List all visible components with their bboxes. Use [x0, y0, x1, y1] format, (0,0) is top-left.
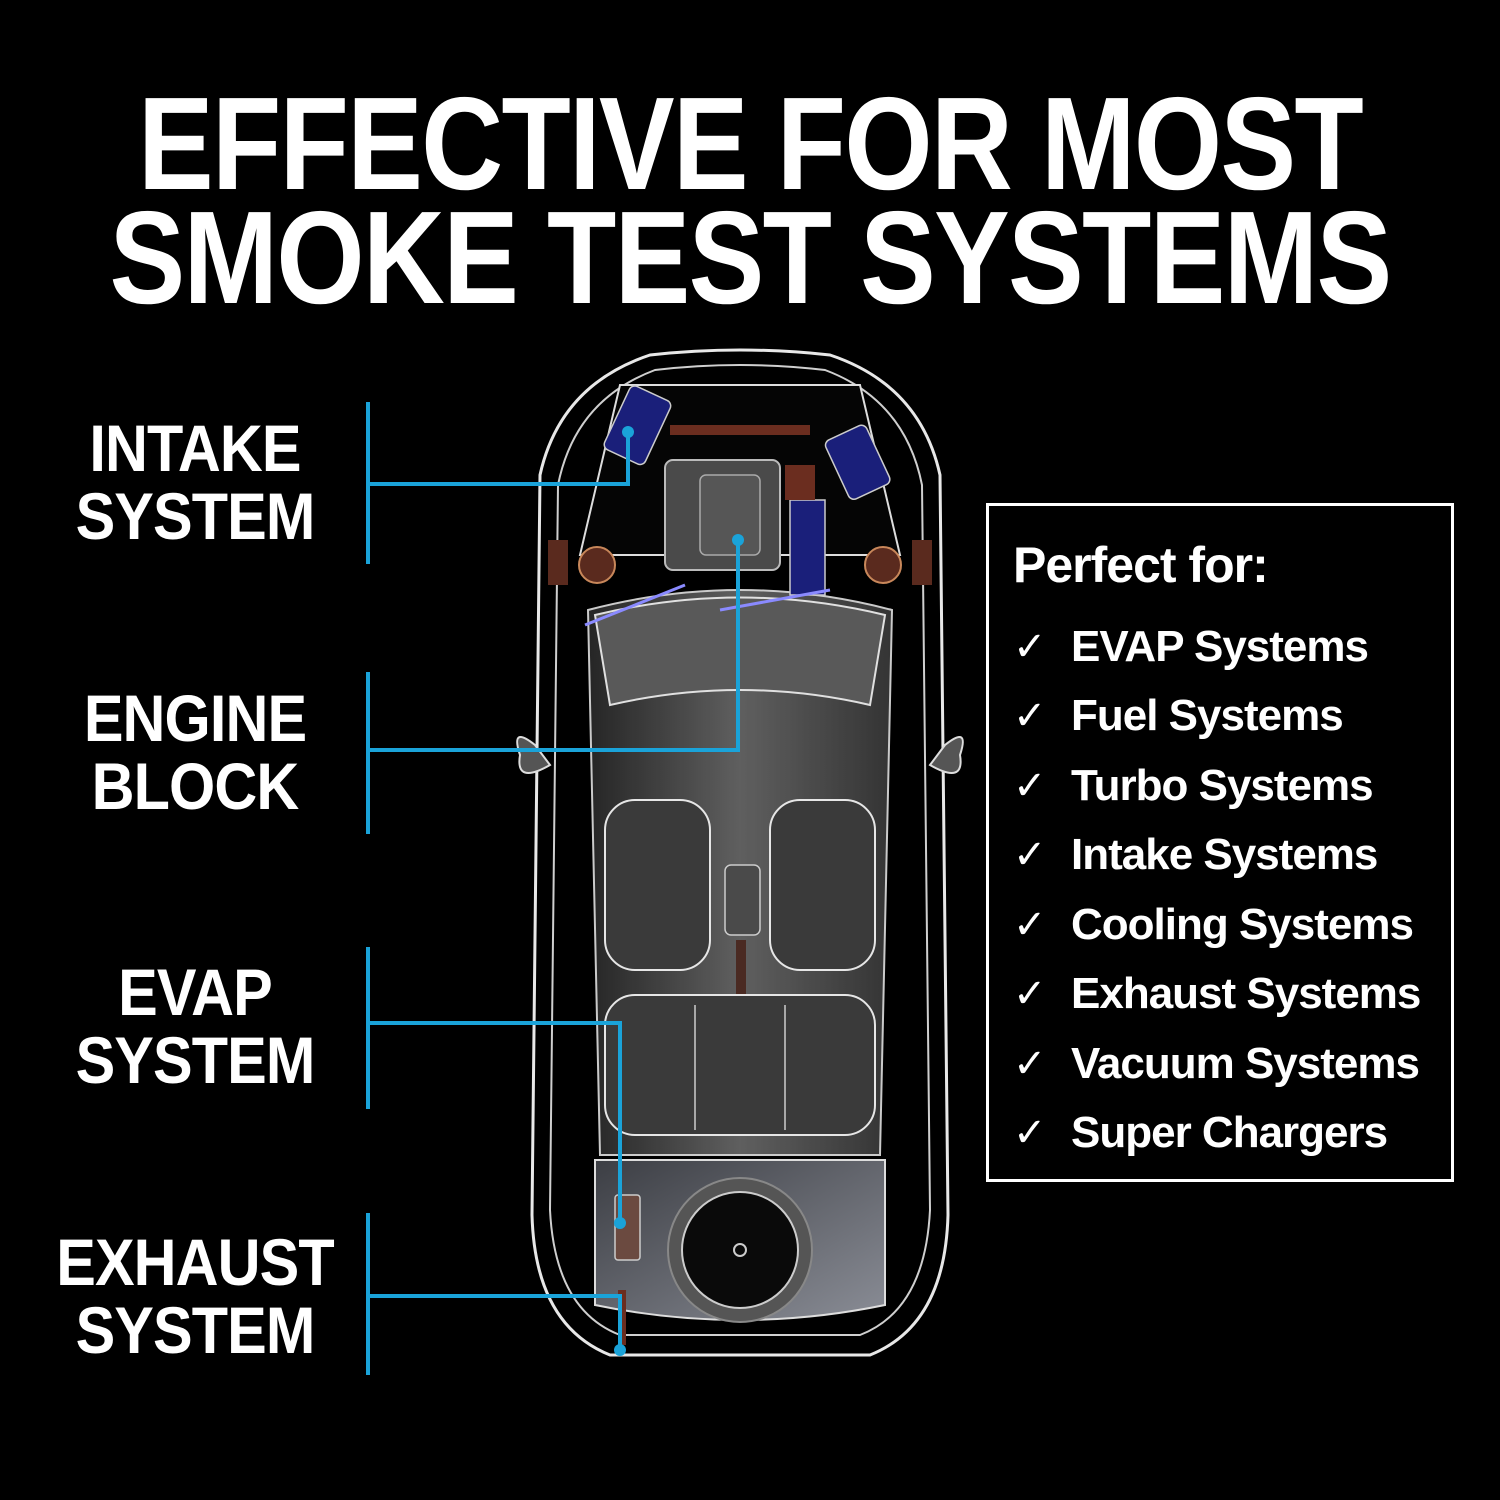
checkmark-icon: ✓	[1013, 972, 1047, 1017]
callout-engine-connector-vertical	[736, 540, 740, 752]
callout-exhaust-connector	[368, 1294, 622, 1298]
list-item-label: Exhaust Systems	[1071, 969, 1421, 1019]
list-item-label: Vacuum Systems	[1071, 1038, 1420, 1088]
list-item: ✓ Exhaust Systems	[1013, 960, 1421, 1030]
perfect-for-list: ✓ EVAP Systems ✓ Fuel Systems ✓ Turbo Syste…	[1013, 612, 1421, 1169]
callout-exhaust-line1: EXHAUST	[56, 1225, 334, 1299]
callout-engine-connector	[368, 748, 740, 752]
checkmark-icon: ✓	[1013, 902, 1047, 947]
checkmark-icon: ✓	[1013, 624, 1047, 669]
callout-exhaust-connector-vertical	[618, 1294, 622, 1350]
list-item-label: Turbo Systems	[1071, 760, 1374, 810]
callout-exhaust-dot	[614, 1344, 626, 1356]
callout-exhaust-system: EXHAUST SYSTEM	[47, 1228, 344, 1364]
list-item: ✓ Intake Systems	[1013, 821, 1420, 891]
callout-evap-connector	[368, 1021, 622, 1025]
checkmark-icon: ✓	[1013, 763, 1047, 808]
perfect-for-heading: Perfect for:	[1013, 537, 1269, 593]
callout-intake-system: INTAKE SYSTEM	[47, 414, 344, 550]
callout-evap-system: EVAP SYSTEM	[47, 958, 344, 1094]
headline-line-2: SMOKE TEST SYSTEMS	[109, 184, 1392, 331]
list-item: ✓ Super Chargers	[1013, 1099, 1420, 1169]
list-item: ✓ Cooling Systems	[1013, 890, 1420, 960]
list-item: ✓ Turbo Systems	[1013, 751, 1420, 821]
car-icon	[516, 348, 964, 1357]
callout-intake-dot	[622, 426, 634, 438]
list-item: ✓ EVAP Systems	[1013, 612, 1420, 682]
callout-intake-line2: SYSTEM	[75, 479, 316, 553]
list-item-label: Intake Systems	[1071, 830, 1378, 880]
callout-engine-block: ENGINE BLOCK	[47, 684, 344, 820]
callout-intake-connector	[368, 482, 630, 486]
callout-evap-line1: EVAP	[118, 955, 273, 1029]
checkmark-icon: ✓	[1013, 694, 1047, 739]
callout-evap-bar	[366, 947, 370, 1109]
perfect-for-box: Perfect for: ✓ EVAP Systems ✓ Fuel Systems…	[986, 503, 1454, 1182]
callout-engine-line1: ENGINE	[83, 681, 307, 755]
callout-exhaust-line2: SYSTEM	[75, 1293, 316, 1367]
headline-line-1: EFFECTIVE FOR MOST	[137, 70, 1364, 217]
callout-evap-line2: SYSTEM	[75, 1023, 316, 1097]
list-item-label: Super Chargers	[1071, 1108, 1388, 1158]
callout-engine-bar	[366, 672, 370, 834]
checkmark-icon: ✓	[1013, 833, 1047, 878]
callout-evap-connector-vertical	[618, 1021, 622, 1223]
callout-intake-connector-vertical	[626, 432, 630, 486]
checkmark-icon: ✓	[1013, 1111, 1047, 1156]
list-item-label: EVAP Systems	[1071, 621, 1369, 671]
list-item: ✓ Vacuum Systems	[1013, 1029, 1420, 1099]
callout-engine-line2: BLOCK	[91, 749, 300, 823]
list-item: ✓ Fuel Systems	[1013, 682, 1420, 752]
list-item-label: Fuel Systems	[1071, 691, 1344, 741]
list-item-label: Cooling Systems	[1071, 899, 1414, 949]
callout-engine-dot	[732, 534, 744, 546]
callout-evap-dot	[614, 1217, 626, 1229]
checkmark-icon: ✓	[1013, 1041, 1047, 1086]
callout-intake-line1: INTAKE	[89, 411, 301, 485]
